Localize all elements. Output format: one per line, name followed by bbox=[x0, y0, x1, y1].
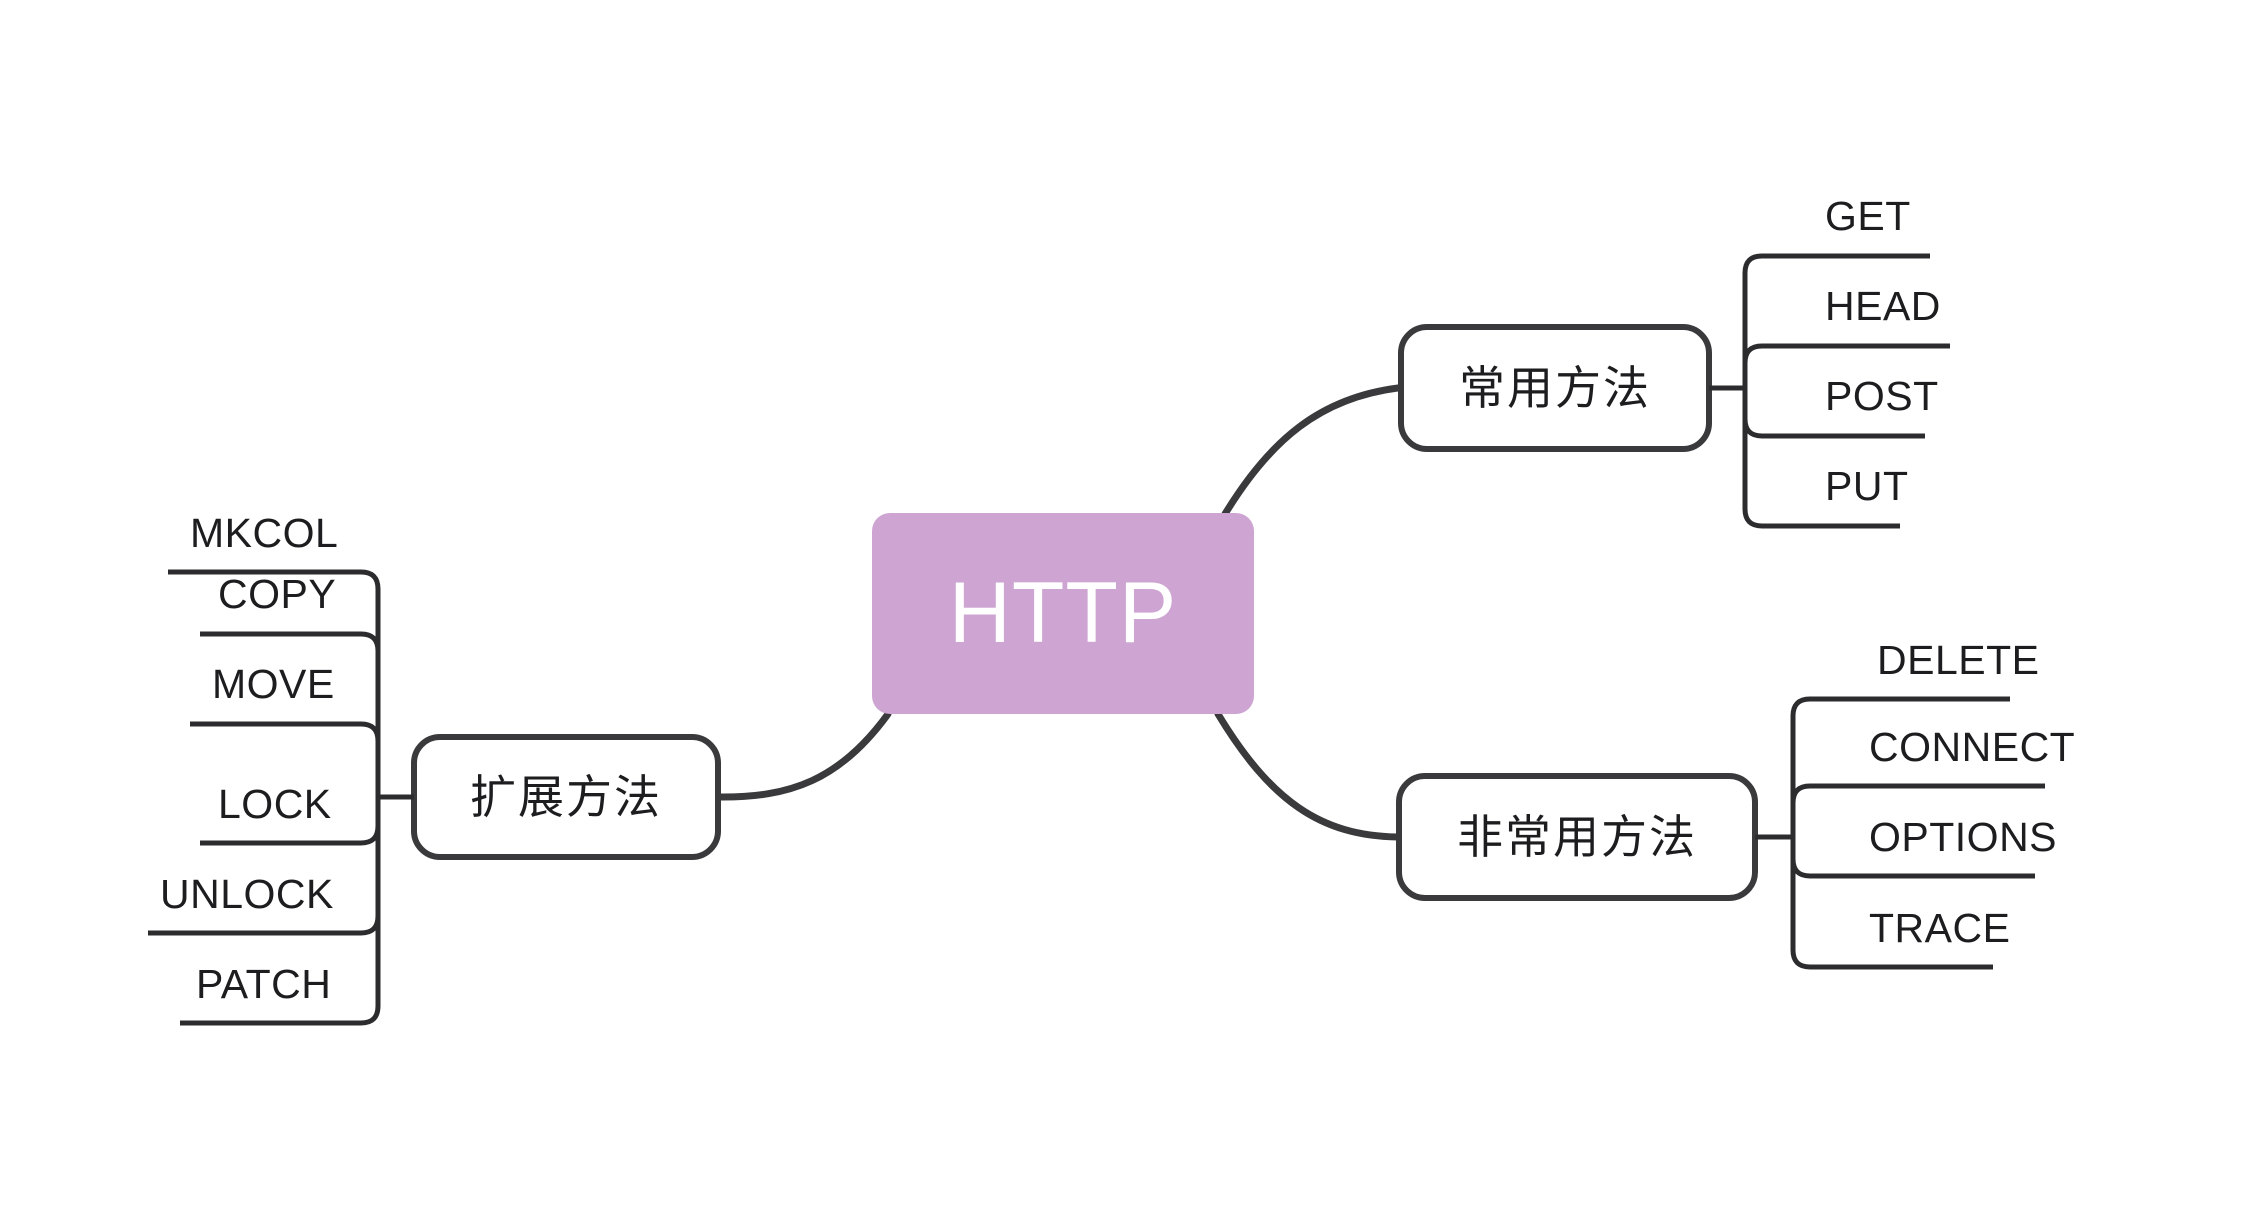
leaf-label-put[interactable]: PUT bbox=[1825, 463, 1909, 509]
leaf-label-mkcol[interactable]: MKCOL bbox=[190, 510, 339, 556]
leaf-label-options[interactable]: OPTIONS bbox=[1869, 814, 2058, 860]
leaf-underline-head bbox=[1742, 343, 1950, 388]
leaf-label-connect[interactable]: CONNECT bbox=[1869, 724, 2076, 770]
leaf-underline-copy bbox=[200, 631, 381, 797]
leaf-label-trace[interactable]: TRACE bbox=[1869, 905, 2011, 951]
leaf-underline-move bbox=[190, 721, 381, 797]
leaf-label-post[interactable]: POST bbox=[1825, 373, 1939, 419]
node-label-common-methods: 常用方法 bbox=[1459, 362, 1651, 414]
leaf-label-unlock[interactable]: UNLOCK bbox=[160, 871, 334, 917]
leaf-underline-patch bbox=[180, 797, 381, 1026]
leaf-label-patch[interactable]: PATCH bbox=[196, 961, 332, 1007]
leaf-underline-get bbox=[1742, 253, 1930, 388]
leaf-label-lock[interactable]: LOCK bbox=[218, 781, 332, 827]
leaf-underline-trace bbox=[1790, 837, 1993, 970]
branch-curve-common-methods bbox=[1221, 384, 1402, 518]
branch-curve-uncommon-methods bbox=[1214, 710, 1402, 841]
leaf-label-move[interactable]: MOVE bbox=[212, 661, 335, 707]
node-label-extension-methods: 扩展方法 bbox=[470, 771, 662, 823]
leaf-label-get[interactable]: GET bbox=[1825, 193, 1911, 239]
leaf-underline-mkcol bbox=[168, 569, 381, 797]
root-node-box[interactable] bbox=[872, 513, 1254, 714]
leaf-underline-delete bbox=[1790, 696, 2010, 837]
branch-curve-extension-methods bbox=[714, 710, 892, 801]
root-node-label: HTTP bbox=[948, 565, 1178, 661]
leaf-underline-put bbox=[1742, 388, 1900, 529]
leaf-label-delete[interactable]: DELETE bbox=[1877, 637, 2040, 683]
node-label-uncommon-methods: 非常用方法 bbox=[1457, 811, 1697, 863]
leaf-label-head[interactable]: HEAD bbox=[1825, 283, 1941, 329]
leaf-underline-connect bbox=[1790, 783, 2045, 837]
leaf-label-copy[interactable]: COPY bbox=[218, 571, 337, 617]
